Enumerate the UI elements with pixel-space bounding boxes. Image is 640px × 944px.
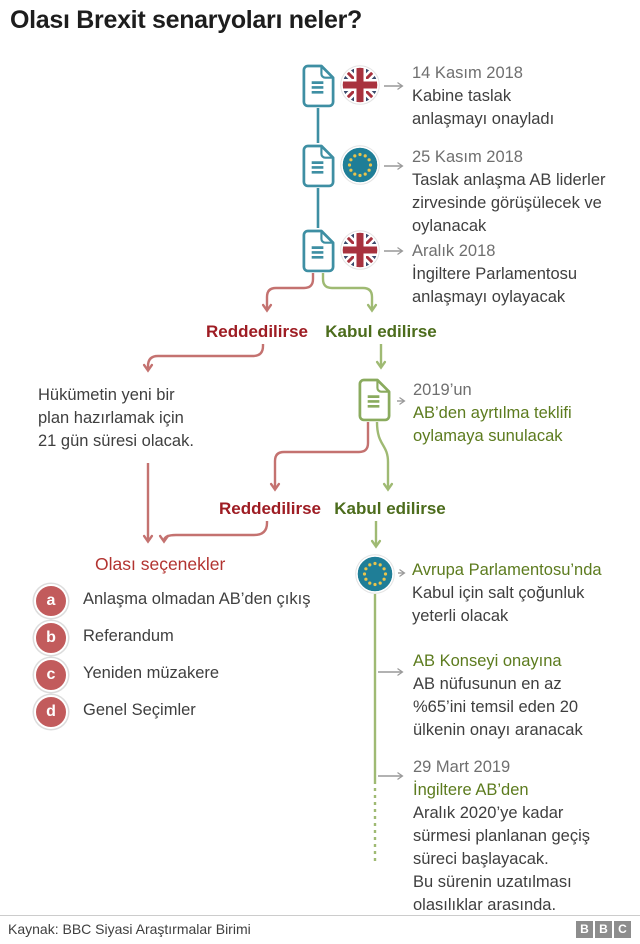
page-title: Olası Brexit senaryoları neler? xyxy=(10,6,362,34)
option-badge-c: c xyxy=(34,658,68,692)
node-line: zirvesinde görüşülecek ve xyxy=(412,194,602,212)
bbc-logo: B B C xyxy=(576,921,631,938)
document-icon-green xyxy=(356,377,393,427)
timeline-node-1-text: 14 Kasım 2018 Kabine taslak anlaşmayı on… xyxy=(412,62,554,131)
node-line: Aralık 2020’ye kadar xyxy=(413,804,564,822)
node-line: sürmesi planlanan geçiş xyxy=(413,827,591,845)
node-date: 29 Mart 2019 xyxy=(413,758,511,776)
node-line: Taslak anlaşma AB liderler xyxy=(412,171,606,189)
vote-node-text: 2019’un AB’den ayrtılma teklifi oylamaya… xyxy=(413,379,572,448)
node-line: Kabine taslak xyxy=(412,87,512,105)
node-line: AB’den ayrtılma teklifi xyxy=(413,404,572,422)
option-label-d: Genel Seçimler xyxy=(83,701,196,719)
option-letter: a xyxy=(46,592,56,609)
node-line: Kabul için salt çoğunluk xyxy=(412,584,585,602)
node-date: 2019’un xyxy=(413,381,472,399)
node-date: Aralık 2018 xyxy=(412,242,496,260)
option-label-c: Yeniden müzakere xyxy=(83,664,220,682)
bbc-logo-block: B xyxy=(595,921,612,938)
option-letter: b xyxy=(46,629,56,646)
branch1-accept-label: Kabul edilirse xyxy=(325,322,437,341)
option-badge-a: a xyxy=(34,584,68,618)
node-heading: İngiltere AB’den xyxy=(413,781,529,799)
option-label-a: Anlaşma olmadan AB’den çıkış xyxy=(83,590,311,608)
option-label-b: Referandum xyxy=(83,627,174,645)
node-line: anlaşmayı onayladı xyxy=(412,110,555,128)
node-line: %65’ini temsil eden 20 xyxy=(413,698,579,716)
node-date: 14 Kasım 2018 xyxy=(412,64,523,82)
node-line: yeterli olacak xyxy=(412,607,509,625)
node-line: İngiltere Parlamentosu xyxy=(412,265,578,283)
node-line: oylamaya sunulacak xyxy=(413,427,563,445)
reject1-text: Hükümetin yeni bir plan hazırlamak için … xyxy=(38,384,194,453)
option-letter: c xyxy=(46,666,56,683)
eu-council-text: AB Konseyi onayına AB nüfusunun en az %6… xyxy=(413,650,583,742)
option-badge-b: b xyxy=(34,621,68,655)
node-line: ülkenin onayı aranacak xyxy=(413,721,583,739)
text-line: 21 gün süresi olacak. xyxy=(38,432,194,450)
node-heading: AB Konseyi onayına xyxy=(413,652,562,670)
branch2-reject-label: Reddedilirse xyxy=(218,499,322,518)
uk-flag-icon xyxy=(340,65,380,105)
node-line: oylanacak xyxy=(412,217,487,235)
node-line: AB nüfusunun en az xyxy=(413,675,562,693)
source-attribution: Kaynak: BBC Siyasi Araştırmalar Birimi xyxy=(8,921,251,937)
uk-flag-icon xyxy=(340,230,380,270)
node-date: 25 Kasım 2018 xyxy=(412,148,523,166)
document-icon xyxy=(300,143,337,193)
node-line: Bu sürenin uzatılması xyxy=(413,873,572,891)
text-line: Hükümetin yeni bir xyxy=(38,386,175,404)
options-heading: Olası seçenekler xyxy=(95,554,226,574)
branch2-accept-label: Kabul edilirse xyxy=(334,499,446,518)
text-line: plan hazırlamak için xyxy=(38,409,184,427)
node-line: süreci başlayacak. xyxy=(413,850,549,868)
node-line: olasılıklar arasında. xyxy=(413,896,557,914)
option-badge-d: d xyxy=(34,695,68,729)
eu-flag-icon xyxy=(340,145,380,185)
option-letter: d xyxy=(46,703,56,720)
timeline-node-3-text: Aralık 2018 İngiltere Parlamentosu anlaş… xyxy=(412,240,577,309)
node-line: anlaşmayı oylayacak xyxy=(412,288,566,306)
document-icon xyxy=(300,63,337,113)
bbc-logo-block: C xyxy=(614,921,631,938)
footer-divider xyxy=(0,915,640,916)
node-heading: Avrupa Parlamentosu’nda xyxy=(412,561,602,579)
document-icon xyxy=(300,228,337,278)
eu-flag-icon xyxy=(355,554,395,594)
timeline-node-2-text: 25 Kasım 2018 Taslak anlaşma AB liderler… xyxy=(412,146,606,238)
bbc-logo-block: B xyxy=(576,921,593,938)
eu-parliament-text: Avrupa Parlamentosu’nda Kabul için salt … xyxy=(412,559,602,628)
branch1-reject-label: Reddedilirse xyxy=(205,322,309,341)
exit-transition-text: 29 Mart 2019 İngiltere AB’den Aralık 202… xyxy=(413,756,590,917)
